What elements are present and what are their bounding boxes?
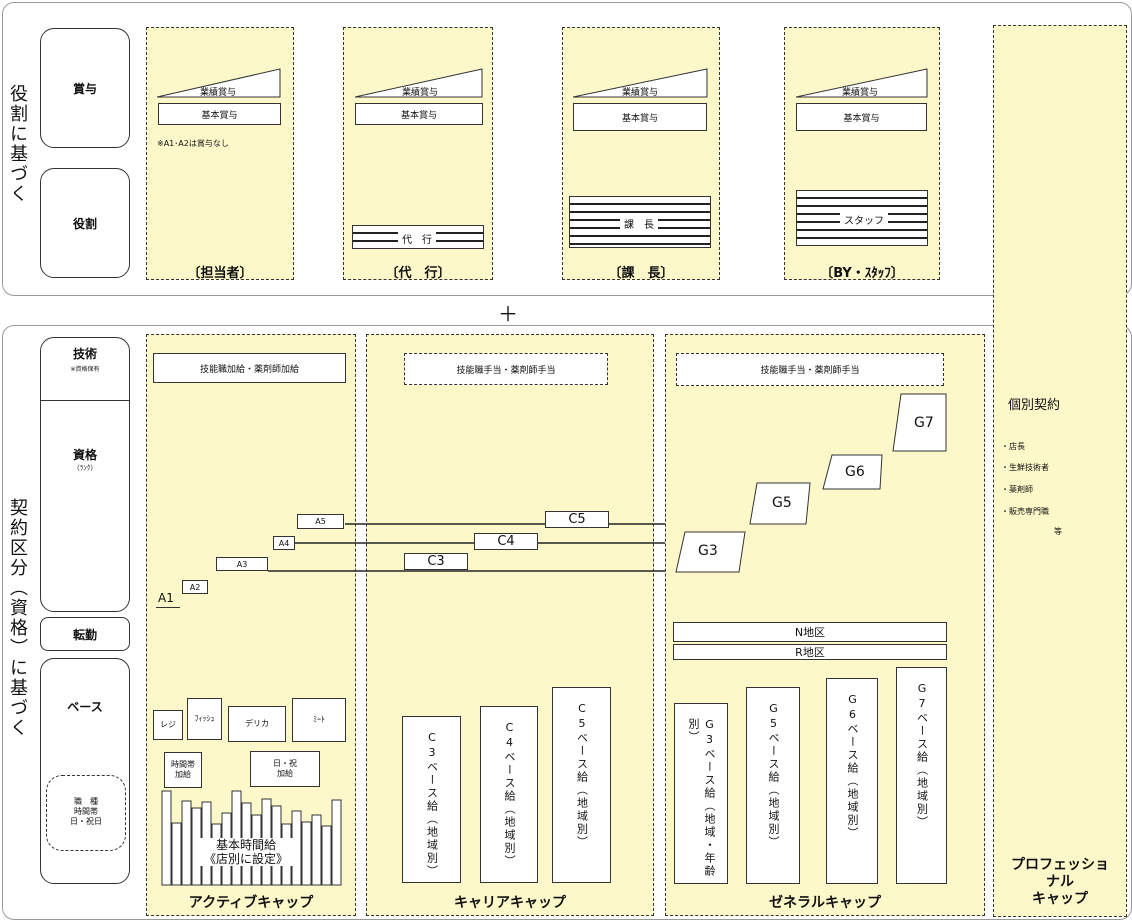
grade-c4: C4 [474, 533, 538, 550]
role-label-kachou: 〔課 長〕 [608, 266, 674, 281]
role-tag-daikou: 代 行 [398, 231, 436, 246]
base-bonus-box: 基本賞与 [158, 103, 281, 125]
general-base-g5: G5ベース給（地域別） [746, 687, 800, 884]
individual-contract-title: 個別契約 [1008, 398, 1061, 413]
n-area-bar: N地区 [673, 622, 947, 642]
career-base-c3: C3ベース給（地域別） [402, 716, 461, 883]
performance-bonus-wedge [355, 68, 483, 98]
general-skill-allowance: 技能職手当・薬剤師手当 [676, 353, 944, 386]
career-base-c5: C5ベース給（地域別） [552, 687, 611, 883]
role-tag-kachou: 課 長 [620, 216, 658, 231]
role-tag-staff: スタッフ [840, 212, 888, 227]
general-base-g3: G3ベース給（地域・年齢別） [674, 703, 728, 884]
performance-bonus-label: 業績賞与 [402, 88, 439, 98]
holiday-allowance: 日・祝 加給 [250, 751, 320, 787]
role-based-side-label: 役割に基づく [7, 84, 28, 204]
row-label-skill-sub: ※資格保有 [70, 366, 100, 373]
performance-bonus-wedge [573, 68, 708, 98]
base-bonus-box: 基本賞与 [355, 103, 483, 125]
general-base-g6: G6ベース給（地域別） [826, 678, 878, 884]
general-base-g7: G7ベース給（地域別） [896, 667, 947, 884]
grade-g7: G7 [914, 415, 934, 431]
note-no-bonus-a1-a2: ※A1･A2は賞与なし [157, 139, 229, 148]
grade-a3: A3 [216, 557, 268, 571]
job-fish: ﾌｨｯｼｭ [187, 698, 222, 740]
performance-bonus-label: 業績賞与 [200, 88, 237, 98]
grade-c5: C5 [545, 511, 609, 528]
row-label-skill-qualification [40, 337, 130, 612]
role-label-tantousha: 〔担当者〕 [187, 266, 253, 281]
performance-bonus-wedge [157, 68, 281, 98]
grade-a5: A5 [297, 514, 344, 529]
professional-item: ・生鮮技術者 [1001, 463, 1049, 472]
role-label-daikou: 〔代 行〕 [385, 266, 451, 281]
r-area-bar: R地区 [673, 644, 947, 660]
row-divider [40, 400, 130, 401]
plus-sign: ＋ [498, 302, 518, 326]
grade-a1: A1 [158, 591, 174, 605]
grade-g5: G5 [772, 495, 792, 511]
active-skill-allowance: 技能職加給・薬剤師加給 [153, 353, 346, 383]
career-skill-allowance: 技能職手当・薬剤師手当 [404, 353, 608, 385]
base-bonus-box: 基本賞与 [796, 103, 927, 131]
professional-item: ・店長 [1001, 442, 1025, 451]
role-column-tantousha [146, 27, 294, 280]
contract-based-side-label: 契約区分（資格）に基づく [7, 498, 28, 738]
performance-bonus-wedge [796, 68, 928, 98]
row-label-transfer: 転勤 [40, 617, 130, 651]
hourly-wage-label: 基本時間給 《店別に設定》 [196, 838, 296, 866]
professional-cap-label: プロフェッショ ナル キャップ [1011, 857, 1109, 907]
performance-bonus-label: 業績賞与 [622, 88, 659, 98]
row-label-qualification: 資格 [72, 448, 97, 462]
grade-a4: A4 [273, 536, 295, 550]
professional-etc: 等 [1054, 527, 1062, 536]
base-bonus-box: 基本賞与 [573, 103, 707, 131]
job-deli: デリカ [228, 706, 286, 742]
professional-cap-column [993, 25, 1127, 917]
time-slot-allowance: 時間帯 加給 [164, 752, 202, 788]
row-label-base-text: ベース [67, 700, 103, 714]
career-base-c4: C4ベース給（地域別） [480, 706, 538, 883]
grade-c3: C3 [404, 553, 468, 570]
row-label-role: 役割 [40, 168, 130, 278]
active-cap-label: アクティブキャップ [188, 895, 314, 911]
grade-a2: A2 [182, 580, 208, 594]
job-register: レジ [153, 710, 183, 740]
row-label-skill: 技術 [72, 347, 97, 361]
career-cap-label: キャリアキャップ [454, 895, 566, 911]
row-label-qualification-sub: （ﾗﾝｸ） [72, 464, 98, 472]
professional-item: ・薬剤師 [1001, 485, 1033, 494]
job-meat: ﾐｰﾄ [292, 698, 346, 742]
performance-bonus-label: 業績賞与 [842, 88, 879, 98]
row-label-base-sub: 職 種 時間帯 日・祝日 [70, 797, 102, 826]
grade-a1-underline [156, 607, 180, 608]
general-cap-label: ゼネラルキャップ [769, 895, 881, 911]
grade-g3: G3 [698, 543, 718, 559]
row-label-base-bracket [46, 775, 126, 851]
grade-g6: G6 [845, 464, 865, 480]
role-label-by-staff: 〔BY・ｽﾀｯﾌ〕 [820, 266, 904, 281]
professional-item: ・販売専門職 [1001, 507, 1049, 516]
row-label-bonus: 賞与 [40, 28, 130, 148]
